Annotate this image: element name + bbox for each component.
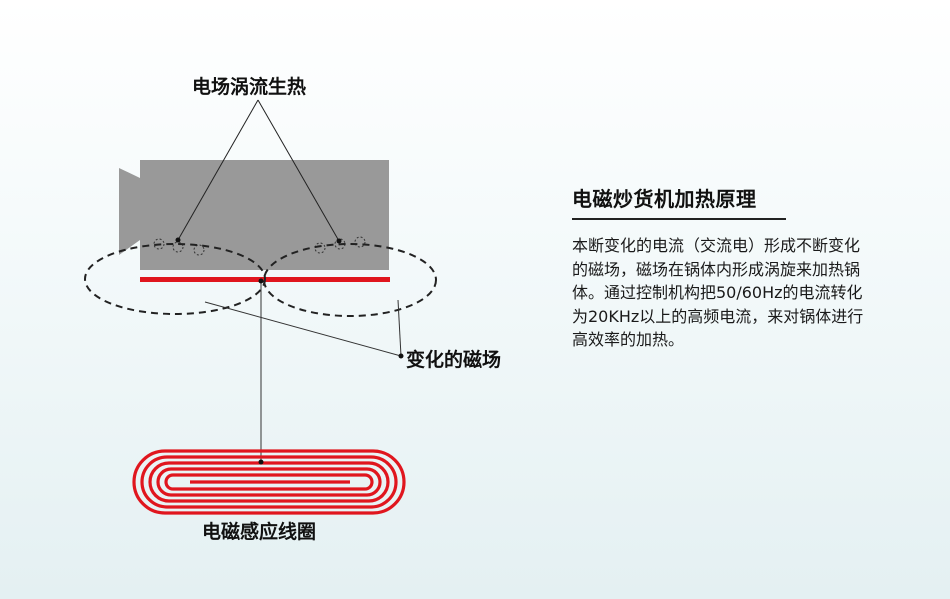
plate-center-dot	[258, 278, 264, 284]
panel-body: 本断变化的电流（交流电）形成不断变化的磁场，磁场在锅体内形成涡旋来加热锅体。通过…	[572, 236, 864, 349]
coil-label: 电磁感应线圈	[202, 521, 317, 543]
eddy-heat-label: 电场涡流生热	[192, 76, 307, 98]
magnetic-field-right	[263, 243, 437, 317]
changing-field-label: 变化的磁场	[406, 349, 502, 371]
panel-title: 电磁炒货机加热原理	[572, 183, 786, 220]
magnetic-field-left	[84, 243, 266, 315]
eddy-pointer-dot-right	[336, 238, 342, 244]
induction-heating-diagram	[84, 99, 437, 515]
eddy-currents-left	[153, 238, 205, 256]
pot-body	[119, 160, 389, 270]
coil-center-dot	[258, 459, 264, 465]
induction-coil	[132, 449, 406, 515]
field-pointer-lines	[204, 299, 402, 357]
field-pointer-dot	[398, 353, 404, 359]
description-panel: 电磁炒货机加热原理 本断变化的电流（交流电）形成不断变化的磁场，磁场在锅体内形成…	[572, 183, 872, 352]
eddy-pointer-dot-left	[175, 237, 181, 243]
eddy-pointer-lines	[177, 99, 340, 242]
